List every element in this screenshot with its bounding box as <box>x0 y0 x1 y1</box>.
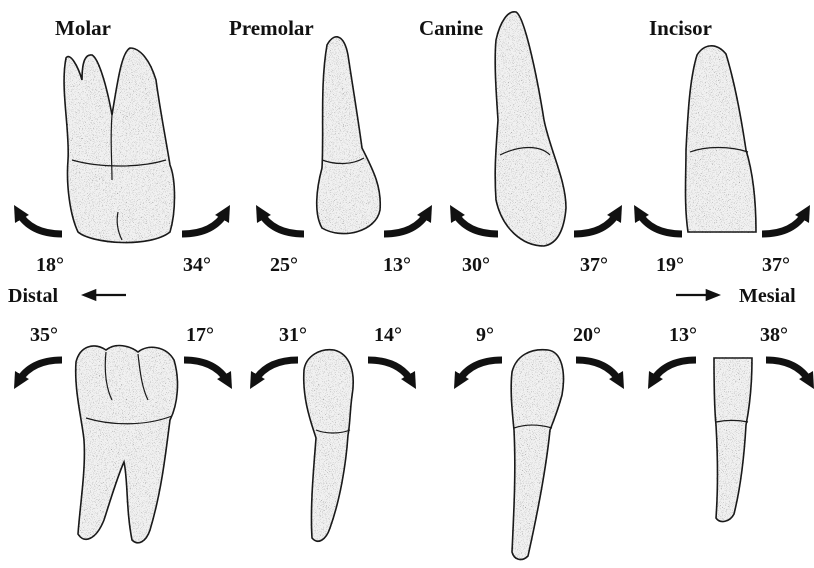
upper-incisor-distal-arrow <box>638 212 682 234</box>
lower-canine-tooth <box>511 350 563 560</box>
upper-incisor-mesial-arrow <box>762 212 806 234</box>
lower-canine-mesial-arrow <box>576 360 620 382</box>
upper-canine-distal-angle: 30° <box>462 255 490 275</box>
upper-premolar-distal-arrow <box>260 212 304 234</box>
lower-canine-distal-angle: 9° <box>476 325 494 345</box>
lower-premolar-distal-angle: 31° <box>279 325 307 345</box>
upper-incisor-distal-angle: 19° <box>656 255 684 275</box>
lower-molar-mesial-arrow <box>184 360 228 382</box>
upper-premolar-mesial-angle: 13° <box>383 255 411 275</box>
lower-premolar-tooth <box>304 350 353 542</box>
upper-canine-distal-arrow <box>454 212 498 234</box>
upper-molar-mesial-angle: 34° <box>183 255 211 275</box>
lower-incisor-distal-arrow <box>652 360 696 382</box>
upper-incisor-tooth <box>686 46 757 232</box>
lower-canine-distal-arrow <box>458 360 502 382</box>
lower-molar-distal-angle: 35° <box>30 325 58 345</box>
molar-title: Molar <box>55 18 111 39</box>
incisor-title: Incisor <box>649 18 712 39</box>
distal-label: Distal <box>8 286 58 306</box>
lower-molar-mesial-angle: 17° <box>186 325 214 345</box>
lower-molar-tooth <box>76 346 178 543</box>
upper-molar-distal-angle: 18° <box>36 255 64 275</box>
upper-canine-tooth <box>495 12 566 246</box>
canine-title: Canine <box>419 18 483 39</box>
upper-premolar-mesial-arrow <box>384 212 428 234</box>
mesial-label: Mesial <box>739 286 796 306</box>
upper-molar-tooth <box>64 48 174 243</box>
lower-molar-distal-arrow <box>18 360 62 382</box>
lower-incisor-mesial-arrow <box>766 360 810 382</box>
upper-incisor-mesial-angle: 37° <box>762 255 790 275</box>
lower-premolar-distal-arrow <box>254 360 298 382</box>
upper-molar-distal-arrow <box>18 212 62 234</box>
upper-molar-mesial-arrow <box>182 212 226 234</box>
premolar-title: Premolar <box>229 18 314 39</box>
upper-canine-mesial-arrow <box>574 212 618 234</box>
upper-premolar-tooth <box>317 37 381 234</box>
upper-premolar-distal-angle: 25° <box>270 255 298 275</box>
lower-premolar-mesial-arrow <box>368 360 412 382</box>
lower-premolar-mesial-angle: 14° <box>374 325 402 345</box>
lower-incisor-distal-angle: 13° <box>669 325 697 345</box>
lower-incisor-tooth <box>714 358 752 521</box>
lower-canine-mesial-angle: 20° <box>573 325 601 345</box>
lower-incisor-mesial-angle: 38° <box>760 325 788 345</box>
upper-canine-mesial-angle: 37° <box>580 255 608 275</box>
